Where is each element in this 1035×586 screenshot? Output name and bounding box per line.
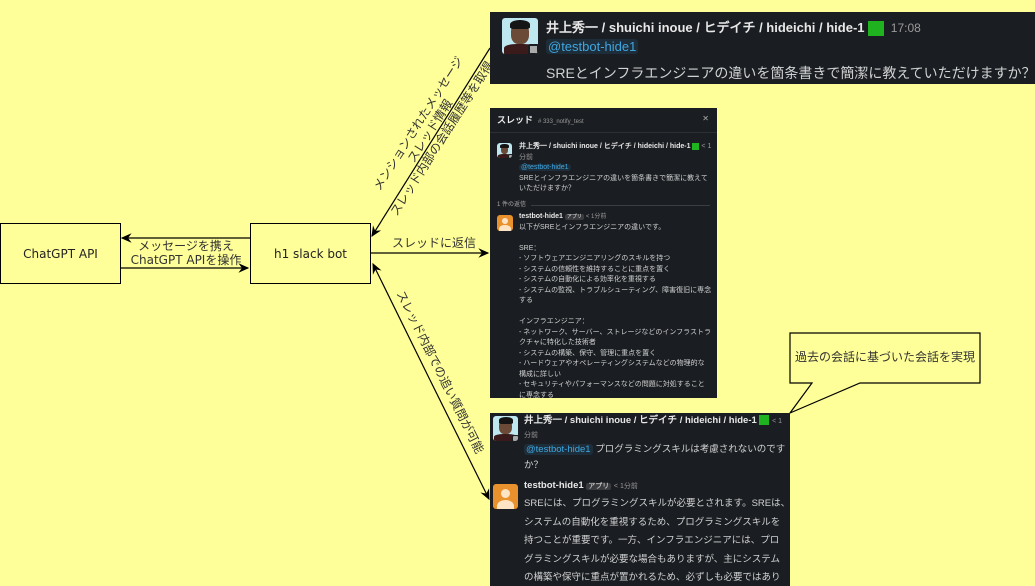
arrow-followup-a: [372, 262, 431, 381]
bot-reply-line: クチャに特化した技術者: [519, 339, 596, 346]
bot-reply-line: - ハードウェアやオペレーティングシステムなどの物理的な: [519, 360, 705, 367]
callout-shape: [788, 332, 981, 415]
message-line: いただけますか？: [519, 185, 575, 192]
bot-name[interactable]: testbot-hide1: [519, 213, 563, 220]
timestamp[interactable]: < 1分前: [585, 214, 607, 220]
user-avatar: [497, 143, 512, 158]
thread-channel[interactable]: # 333_notify_test: [537, 119, 584, 125]
status-emoji-icon: [759, 415, 770, 426]
timestamp[interactable]: < 1分前: [613, 483, 638, 490]
slack-thread-panel: スレッド # 333_notify_test ✕ 井上秀一 / shuichi …: [490, 108, 717, 398]
user-avatar: [493, 416, 518, 441]
bot-reply-line: インフラエンジニア：: [519, 318, 589, 325]
message-text: プログラミングスキルは考慮されないのです: [592, 444, 786, 455]
bot-reply-line: の構築や保守に重点が置かれるため、必ずしも必要ではあり: [524, 572, 781, 583]
slack-top-message: 井上秀一 / shuichi inoue / ヒデイチ / hideichi /…: [490, 12, 1035, 84]
user-name[interactable]: 井上秀一 / shuichi inoue / ヒデイチ / hideichi /…: [546, 20, 865, 35]
slack-bot-label: h1 slack bot: [273, 246, 348, 261]
timestamp[interactable]: < 1: [772, 418, 782, 425]
user-name[interactable]: 井上秀一 / shuichi inoue / ヒデイチ / hideichi /…: [524, 415, 757, 426]
app-badge: アプリ: [586, 483, 612, 490]
timestamp[interactable]: < 1: [701, 143, 712, 150]
mention[interactable]: @testbot-hide1: [524, 444, 593, 455]
close-icon[interactable]: ✕: [702, 114, 709, 123]
reply-count: 1 件の返信: [497, 202, 527, 208]
bot-reply-line: - システムの構築、保守、管理に重点を置く: [519, 349, 657, 357]
message-text-cont: か？: [524, 460, 544, 471]
bot-reply-line: システムの自動化を重視するため、プログラミングスキルを: [524, 516, 781, 528]
bot-reply-line: 構成に詳しい: [519, 370, 561, 378]
slack-followup-panel: 井上秀一 / shuichi inoue / ヒデイチ / hideichi /…: [490, 413, 790, 586]
chatgpt-api-node: ChatGPT API: [0, 223, 121, 284]
user-avatar: [502, 18, 538, 54]
mention[interactable]: @testbot-hide1: [519, 164, 571, 171]
bot-reply-line: に専念する: [519, 391, 554, 399]
edge-label-chatgpt: メッセージを携え ChatGPT APIを操作: [130, 239, 242, 267]
bot-reply-line: - ソフトウェアエンジニアリングのスキルを持つ: [519, 255, 671, 262]
bot-reply-line: - システムの自動化による効率化を重視する: [519, 276, 656, 283]
reply-count-divider: 1 件の返信: [497, 200, 710, 211]
chatgpt-api-label: ChatGPT API: [23, 246, 98, 261]
timestamp-cont: 分前: [519, 153, 533, 161]
user-name[interactable]: 井上秀一 / shuichi inoue / ヒデイチ / hideichi /…: [519, 143, 691, 150]
bot-reply: SREには、プログラミングスキルが必要とされます。SREは、システムの自動化を重…: [524, 495, 790, 586]
callout-text: 過去の会話に基づいた会話を実現: [794, 350, 975, 364]
message-text: SREとインフラエンジニアの違いを箇条書きで簡潔に教えていただけますか？: [546, 65, 1035, 81]
timestamp-cont: 分前: [524, 432, 538, 439]
bot-reply-line: [519, 307, 711, 318]
bot-reply-line: する: [519, 297, 533, 304]
bot-avatar: [493, 484, 518, 509]
status-emoji-icon: [692, 142, 700, 150]
bot-reply: 以下がSREとインフラエンジニアの違いです。 SRE： - ソフトウェアエンジニア…: [519, 223, 711, 399]
bot-reply-line: 以下がSREとインフラエンジニアの違いです。: [519, 223, 666, 231]
bot-reply-line: SRE：: [519, 244, 541, 252]
bot-reply-line: グラミングスキルが必要な場合もありますが、主にシステム: [524, 553, 781, 565]
bot-reply-line: 持つことが重要です。一方、インフラエンジニアには、プロ: [524, 535, 780, 546]
arrow-followup-b: [429, 379, 490, 501]
timestamp[interactable]: 17:08: [890, 21, 921, 35]
bot-reply-line: [519, 233, 711, 244]
bot-reply-line: - システムの信頼性を維持することに重点を置く: [519, 265, 671, 273]
arrow-slack-to-bot: [371, 47, 491, 238]
bot-reply-line: SREには、プログラミングスキルが必要とされます。SREは、: [524, 498, 790, 509]
status-emoji-icon: [868, 21, 885, 37]
bot-avatar: [497, 215, 513, 231]
bot-reply-line: - ネットワーク、サーバー、ストレージなどのインフラストラ: [519, 328, 712, 336]
bot-reply-line: - システムの監視、トラブルシューティング、障害復旧に専念: [519, 286, 712, 294]
mention[interactable]: @testbot-hide1: [546, 39, 639, 54]
thread-title: スレッド: [497, 115, 534, 125]
slack-bot-node: h1 slack bot: [250, 223, 371, 284]
edge-label-reply: スレッドに返信: [392, 236, 477, 250]
bot-reply-line: - セキュリティやパフォーマンスなどの問題に対処すること: [519, 381, 705, 388]
bot-name[interactable]: testbot-hide1: [524, 480, 584, 491]
app-badge: アプリ: [564, 214, 584, 220]
message-line: SREとインフラエンジニアの違いを箇条書きで簡潔に教えて: [519, 174, 708, 182]
